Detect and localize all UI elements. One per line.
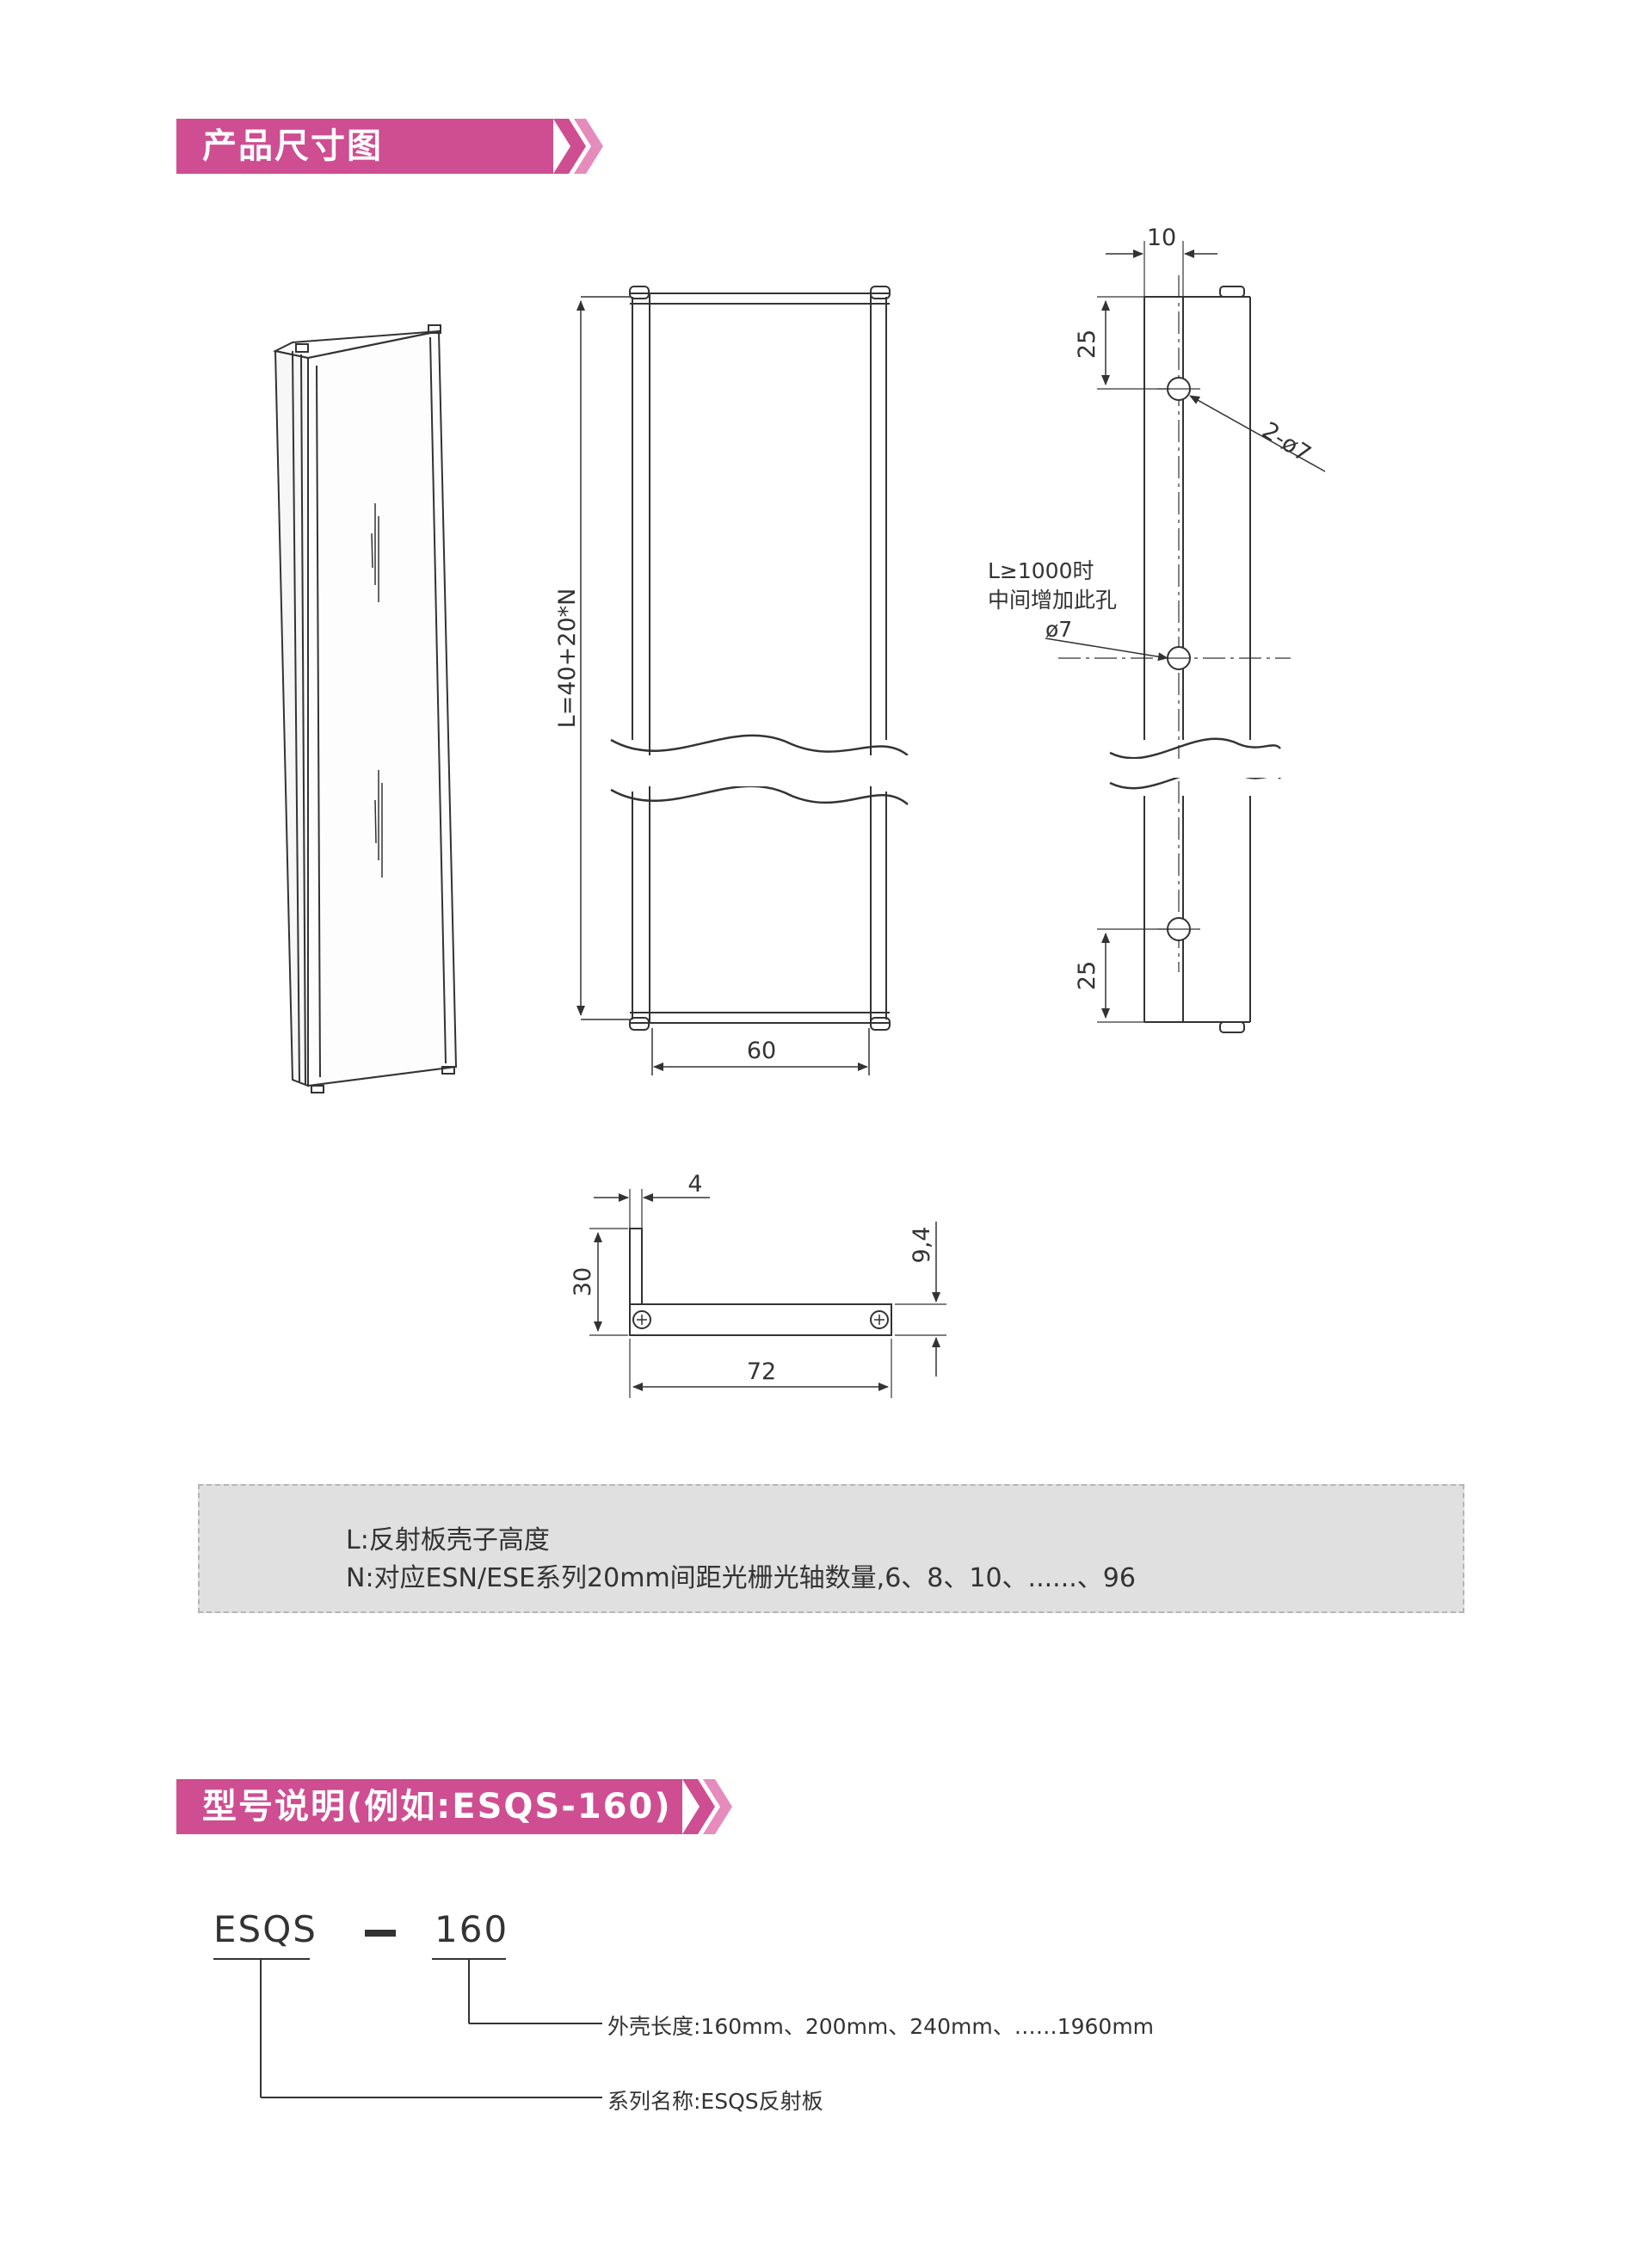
series-description: 系列名称:ESQS反射板 xyxy=(607,2089,823,2114)
bracket-length-label: 72 xyxy=(747,1358,776,1385)
front-height-label: L=40+20*N xyxy=(554,588,581,729)
l-definition: L:反射板壳子高度 xyxy=(346,1525,550,1555)
n-definition: N:对应ESN/ESE系列20mm间距光栅光轴数量,6、8、10、......、… xyxy=(346,1563,1136,1593)
definitions-note-box: L:反射板壳子高度 N:对应ESN/ESE系列20mm间距光栅光轴数量,6、8、… xyxy=(198,1484,1464,1613)
middle-hole-note-line3: ø7 xyxy=(1045,617,1072,642)
middle-hole-note-line1: L≥1000时 xyxy=(988,558,1094,583)
bracket-thickness-label: 4 xyxy=(687,1171,702,1198)
bracket-height-label: 30 xyxy=(570,1267,596,1297)
side-top-offset-label: 25 xyxy=(1074,330,1100,359)
bracket-offset-label: 9,4 xyxy=(909,1227,935,1264)
side-view xyxy=(1045,241,1326,1033)
dimensions-section-title: 产品尺寸图 xyxy=(176,119,553,174)
product-perspective-view xyxy=(272,324,458,1093)
length-description: 外壳长度:160mm、200mm、240mm、……1960mm xyxy=(607,2014,1155,2039)
front-width-label: 60 xyxy=(747,1038,776,1064)
bracket-view xyxy=(589,1189,946,1398)
model-length-code: 160 xyxy=(435,1908,509,1950)
side-bottom-offset-label: 25 xyxy=(1074,961,1100,990)
model-section-title: 型号说明(例如:ESQS-160) xyxy=(176,1779,682,1834)
chevron-arrows-icon xyxy=(682,1779,732,1834)
model-series-code: ESQS xyxy=(213,1908,317,1950)
model-dash xyxy=(365,1930,396,1937)
front-view xyxy=(576,286,909,1075)
middle-hole-note-line2: 中间增加此孔 xyxy=(988,588,1117,613)
chevron-arrows-icon xyxy=(553,119,603,174)
side-holes-label: 2-ø7 xyxy=(1257,417,1316,468)
side-top-width-label: 10 xyxy=(1147,225,1176,251)
model-leader-lines xyxy=(213,1958,602,2098)
